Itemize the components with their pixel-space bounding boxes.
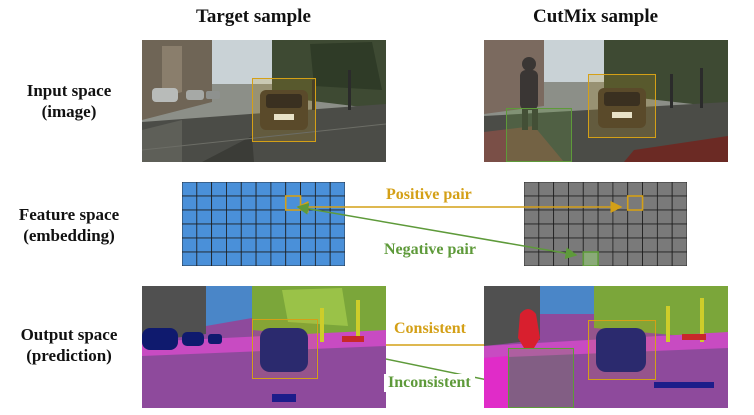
input-space-label-line1: Input space	[26, 81, 112, 100]
positive-pair-label: Positive pair	[382, 186, 476, 204]
cutmix-output-segmentation	[484, 286, 728, 408]
feature-space-label-line2: (embedding)	[23, 226, 115, 245]
cutmix-output-bbox-negative	[508, 348, 574, 408]
consistent-label: Consistent	[390, 320, 471, 338]
target-sample-title: Target sample	[196, 6, 311, 27]
cutmix-input-bbox-negative	[506, 108, 572, 162]
output-space-label-line1: Output space	[20, 325, 118, 344]
cutmix-sample-title: CutMix sample	[533, 6, 659, 27]
cutmix-output-bbox-positive	[588, 320, 656, 380]
input-space-label-line2: (image)	[41, 102, 97, 121]
feature-space-label-line1: Feature space	[18, 205, 120, 224]
cutmix-input-image	[484, 40, 728, 162]
target-output-bbox	[252, 319, 318, 379]
inconsistent-label: Inconsistent	[384, 374, 475, 392]
negative-pair-label: Negative pair	[380, 241, 480, 259]
input-space-label: Input space (image)	[0, 80, 138, 122]
target-input-image	[142, 40, 386, 162]
target-input-bbox	[252, 78, 316, 142]
target-output-segmentation	[142, 286, 386, 408]
negative-pair-arrow	[296, 202, 578, 260]
feature-space-label: Feature space (embedding)	[0, 204, 138, 246]
cutmix-negative-cell	[582, 251, 599, 266]
cutmix-positive-cell	[626, 195, 644, 211]
output-space-label: Output space (prediction)	[0, 324, 138, 366]
output-space-label-line2: (prediction)	[26, 346, 112, 365]
cutmix-input-bbox-positive	[588, 74, 656, 138]
